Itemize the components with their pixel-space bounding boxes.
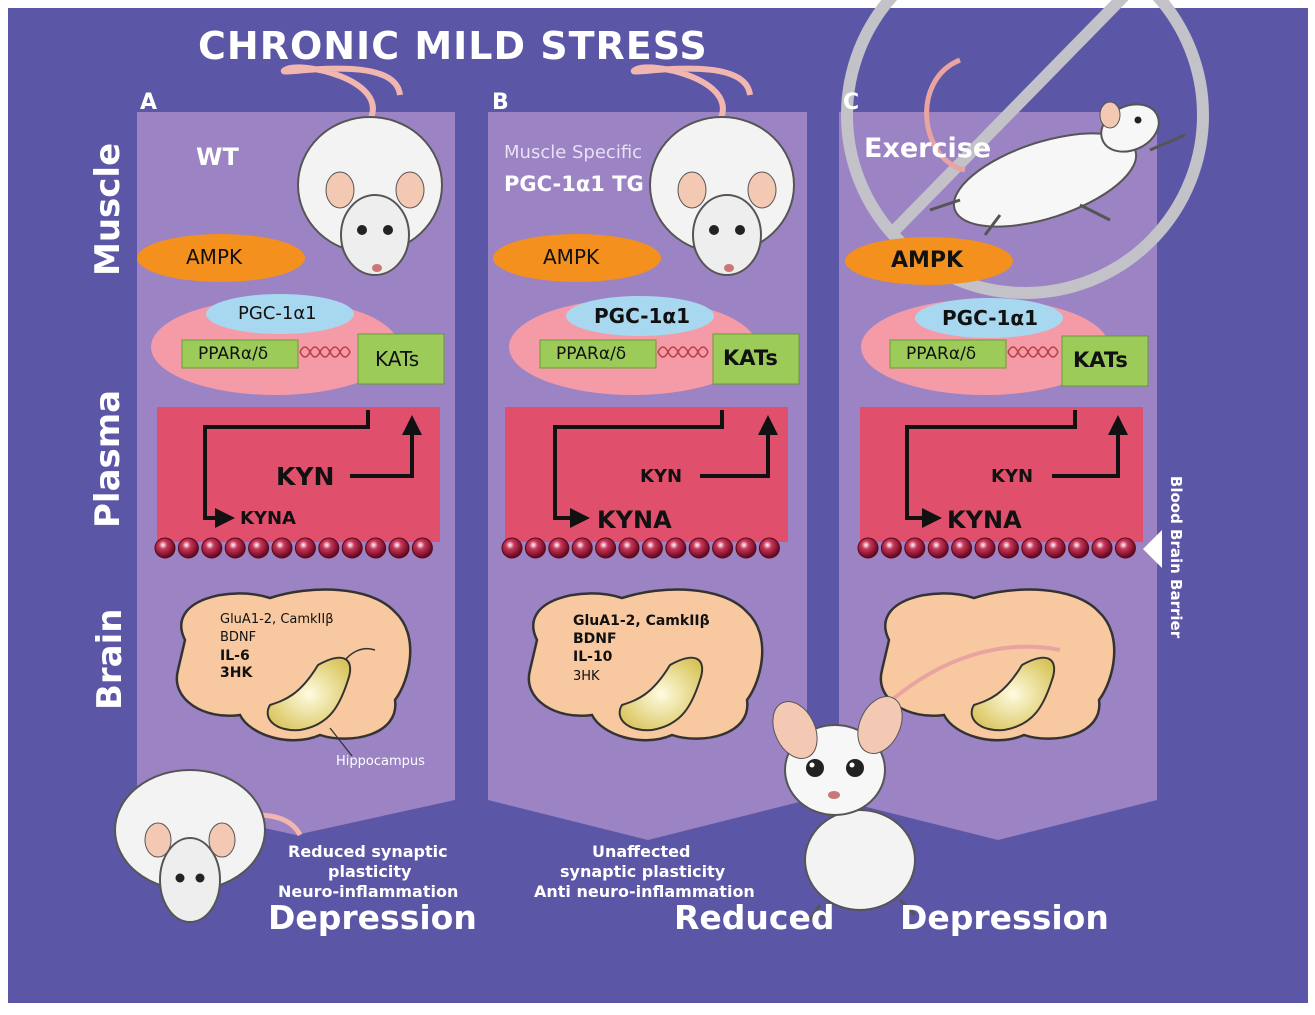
kats-label-c: KATs xyxy=(1073,348,1128,372)
outcome-a-1: Reduced synaptic xyxy=(288,842,448,861)
barrier-bead xyxy=(881,538,901,558)
side-label-plasma: Plasma xyxy=(88,408,128,528)
brain-marker-a-2: BDNF xyxy=(220,630,256,645)
blood-brain-barrier-beads xyxy=(155,538,1135,558)
side-label-brain: Brain xyxy=(90,610,130,710)
brain-marker-b-2: BDNF xyxy=(573,631,617,647)
barrier-bead xyxy=(759,538,779,558)
barrier-bead xyxy=(1045,538,1065,558)
ppar-label-b: PPARα/δ xyxy=(556,344,626,364)
barrier-bead xyxy=(178,538,198,558)
outcome-b-big: Reduced xyxy=(674,898,834,937)
brain-marker-b-3: IL-10 xyxy=(573,649,612,665)
barrier-bead xyxy=(366,538,386,558)
brain-marker-a-3: IL-6 xyxy=(220,648,250,664)
kats-label-a: KATs xyxy=(375,347,419,371)
condition-b: PGC-1α1 TG xyxy=(504,172,644,196)
barrier-bead xyxy=(975,538,995,558)
outcome-a-big: Depression xyxy=(268,898,477,937)
barrier-bead xyxy=(619,538,639,558)
barrier-bead xyxy=(272,538,292,558)
brain-marker-b-4: 3HK xyxy=(573,669,600,684)
barrier-bead xyxy=(928,538,948,558)
condition-sub-b: Muscle Specific xyxy=(504,142,642,163)
ampk-label-b: AMPK xyxy=(543,245,599,269)
barrier-bead xyxy=(596,538,616,558)
bbb-label: Blood Brain Barrier xyxy=(1167,467,1185,647)
pgc-label-c: PGC-1α1 xyxy=(942,306,1038,330)
brain-marker-a-1: GluA1-2, CamkIIβ xyxy=(220,612,334,627)
kyna-label-a: KYNA xyxy=(240,508,296,529)
barrier-bead xyxy=(713,538,733,558)
ppar-label-c: PPARα/δ xyxy=(906,344,976,364)
barrier-bead xyxy=(858,538,878,558)
panel-letter-c: C xyxy=(843,90,859,115)
barrier-bead xyxy=(1115,538,1135,558)
panel-letter-a: A xyxy=(140,90,157,115)
kyna-label-c: KYNA xyxy=(947,506,1022,534)
barrier-bead xyxy=(642,538,662,558)
kyn-label-b: KYN xyxy=(640,466,682,487)
outcome-b-1: Unaffected xyxy=(592,842,690,861)
barrier-bead xyxy=(689,538,709,558)
hippocampus-label: Hippocampus xyxy=(336,754,425,769)
outcome-a-2: plasticity xyxy=(328,862,411,881)
side-label-muscle: Muscle xyxy=(88,156,128,276)
ampk-label-c: AMPK xyxy=(891,248,963,273)
barrier-bead xyxy=(502,538,522,558)
barrier-bead xyxy=(412,538,432,558)
brain-marker-a-4: 3HK xyxy=(220,665,252,681)
barrier-bead xyxy=(525,538,545,558)
outcome-c-big: Depression xyxy=(900,898,1109,937)
condition-a: WT xyxy=(196,143,239,171)
barrier-bead xyxy=(952,538,972,558)
barrier-bead xyxy=(249,538,269,558)
barrier-bead xyxy=(736,538,756,558)
barrier-bead xyxy=(905,538,925,558)
barrier-bead xyxy=(1069,538,1089,558)
barrier-bead xyxy=(225,538,245,558)
barrier-bead xyxy=(666,538,686,558)
ppar-label-a: PPARα/δ xyxy=(198,344,268,364)
panel-letter-b: B xyxy=(492,90,509,115)
kyna-label-b: KYNA xyxy=(597,506,672,534)
pgc-label-b: PGC-1α1 xyxy=(594,304,690,328)
barrier-bead xyxy=(549,538,569,558)
barrier-bead xyxy=(1092,538,1112,558)
barrier-bead xyxy=(295,538,315,558)
outcome-b-2: synaptic plasticity xyxy=(560,862,725,881)
figure-title: CHRONIC MILD STRESS xyxy=(198,24,708,68)
barrier-bead xyxy=(998,538,1018,558)
pgc-label-a: PGC-1α1 xyxy=(238,303,317,324)
condition-c: Exercise xyxy=(864,133,991,164)
barrier-bead xyxy=(342,538,362,558)
barrier-bead xyxy=(202,538,222,558)
barrier-bead xyxy=(319,538,339,558)
ampk-label-a: AMPK xyxy=(186,245,242,269)
barrier-bead xyxy=(1022,538,1042,558)
barrier-bead xyxy=(155,538,175,558)
kats-label-b: KATs xyxy=(723,346,778,370)
barrier-bead xyxy=(389,538,409,558)
barrier-bead xyxy=(572,538,592,558)
kyn-label-a: KYN xyxy=(276,462,334,491)
kyn-label-c: KYN xyxy=(991,466,1033,487)
brain-marker-b-1: GluA1-2, CamkIIβ xyxy=(573,613,710,629)
